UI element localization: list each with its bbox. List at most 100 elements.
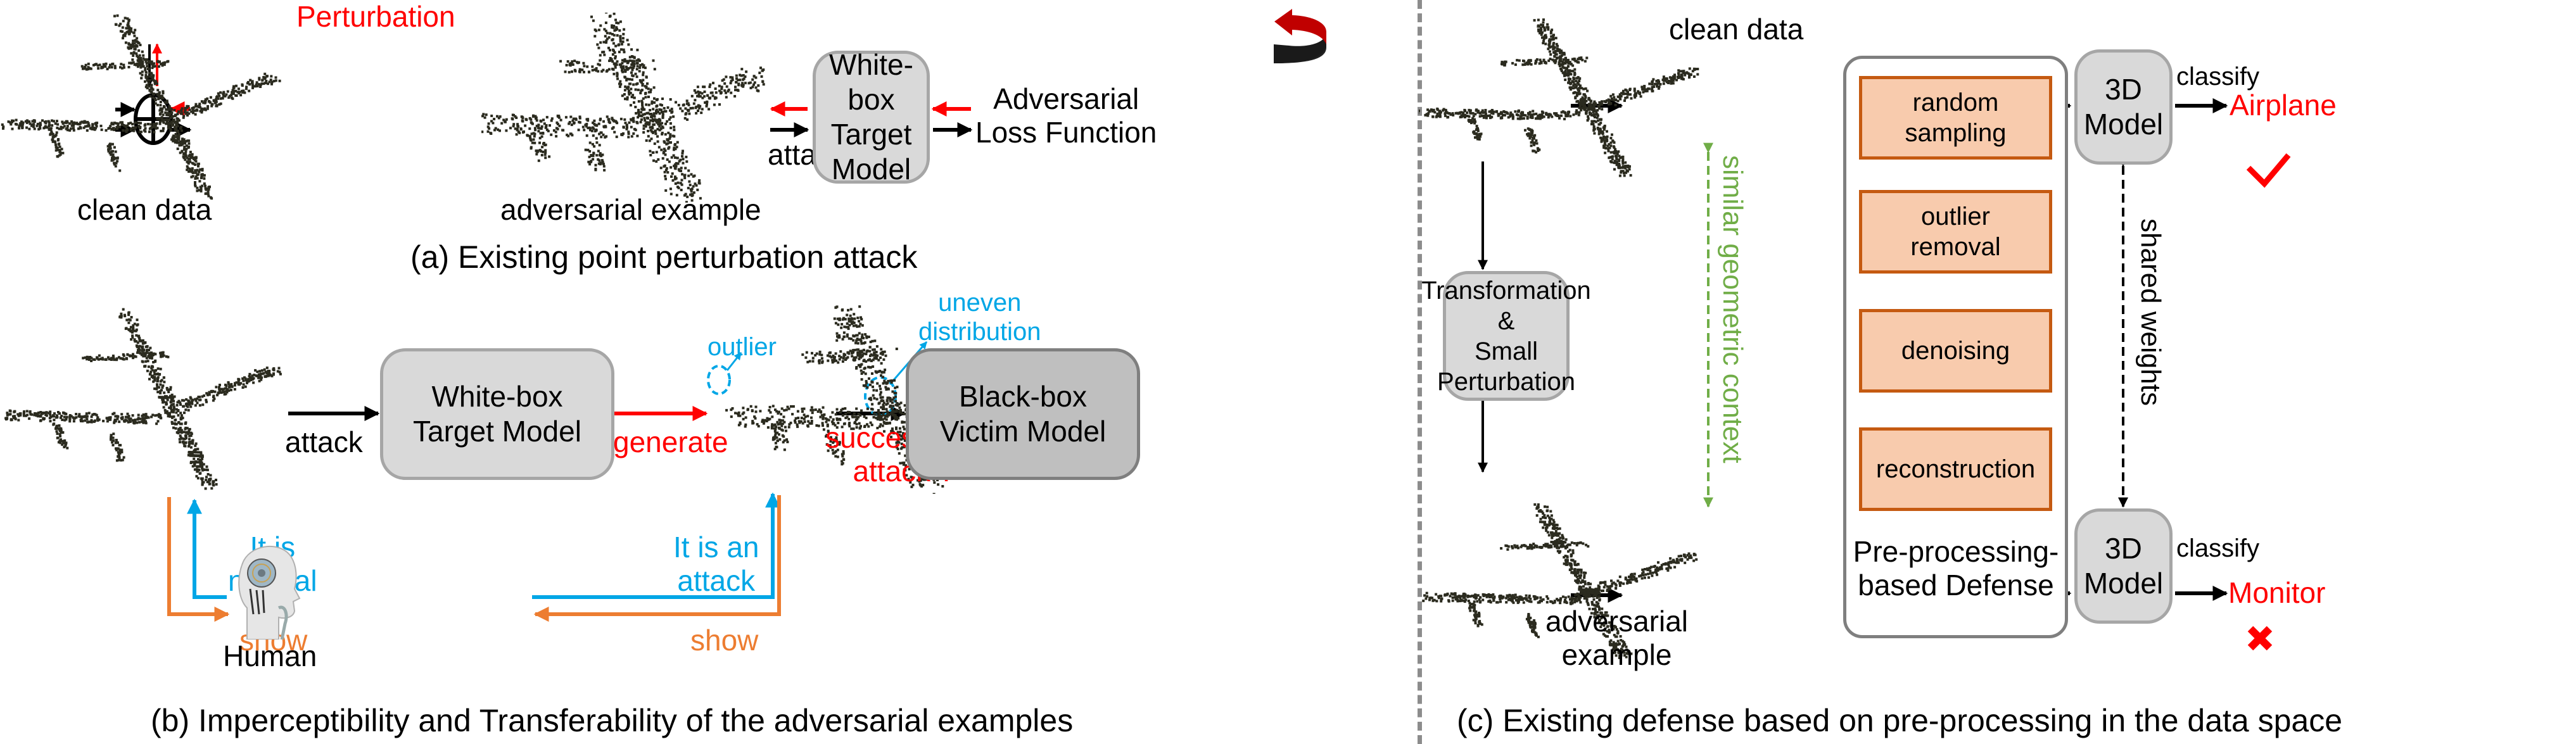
point bbox=[623, 68, 626, 72]
point bbox=[481, 115, 484, 118]
point bbox=[54, 134, 58, 137]
point bbox=[1587, 106, 1590, 109]
point bbox=[1585, 112, 1588, 115]
point bbox=[219, 384, 221, 386]
point bbox=[138, 60, 141, 63]
point bbox=[1607, 98, 1610, 101]
point bbox=[246, 381, 248, 384]
point bbox=[1651, 89, 1654, 92]
point bbox=[134, 121, 137, 124]
point bbox=[873, 397, 876, 400]
point bbox=[548, 155, 551, 158]
point bbox=[668, 160, 671, 163]
point bbox=[725, 85, 728, 88]
point bbox=[25, 410, 29, 413]
point bbox=[1627, 166, 1630, 168]
point bbox=[528, 135, 531, 138]
point bbox=[1581, 58, 1584, 61]
point bbox=[1530, 113, 1533, 117]
point bbox=[1680, 75, 1683, 78]
point bbox=[193, 158, 196, 161]
point bbox=[95, 125, 98, 128]
point bbox=[840, 408, 843, 412]
point bbox=[896, 446, 899, 449]
point bbox=[113, 66, 117, 70]
point bbox=[18, 124, 21, 127]
point bbox=[129, 325, 132, 329]
point bbox=[673, 143, 676, 146]
point bbox=[641, 106, 644, 109]
point bbox=[649, 119, 652, 122]
point bbox=[782, 441, 785, 444]
point bbox=[219, 91, 222, 94]
point bbox=[859, 322, 862, 325]
point bbox=[1547, 26, 1550, 29]
point bbox=[857, 415, 860, 419]
point bbox=[574, 118, 578, 121]
point bbox=[872, 415, 875, 419]
point bbox=[735, 77, 738, 80]
point bbox=[215, 482, 218, 486]
point bbox=[601, 153, 604, 156]
point bbox=[885, 400, 889, 403]
point bbox=[215, 479, 217, 481]
point bbox=[86, 358, 89, 361]
point bbox=[1426, 108, 1430, 111]
point bbox=[176, 148, 179, 150]
point bbox=[258, 375, 262, 379]
point bbox=[165, 395, 168, 398]
point bbox=[1482, 111, 1485, 114]
point bbox=[94, 127, 98, 130]
point bbox=[867, 425, 870, 428]
point bbox=[852, 339, 855, 342]
point bbox=[509, 127, 512, 130]
point bbox=[37, 128, 41, 131]
point bbox=[791, 413, 794, 416]
point bbox=[787, 407, 790, 410]
point bbox=[860, 409, 863, 412]
point bbox=[202, 463, 205, 466]
point bbox=[1589, 100, 1592, 103]
point bbox=[1614, 160, 1617, 163]
point bbox=[1551, 28, 1554, 32]
point bbox=[612, 34, 616, 37]
point bbox=[855, 366, 858, 369]
point bbox=[1618, 93, 1621, 96]
point bbox=[1582, 87, 1585, 91]
point bbox=[20, 120, 23, 123]
point bbox=[208, 479, 211, 482]
point bbox=[1564, 72, 1567, 74]
point bbox=[820, 357, 823, 360]
point bbox=[805, 351, 808, 354]
point bbox=[534, 115, 537, 118]
point bbox=[871, 372, 873, 375]
point bbox=[875, 389, 879, 392]
point bbox=[599, 24, 602, 27]
point bbox=[545, 116, 549, 119]
point bbox=[194, 156, 198, 159]
point bbox=[1617, 150, 1620, 153]
point bbox=[775, 445, 778, 448]
point bbox=[600, 136, 603, 139]
point bbox=[619, 35, 622, 38]
point bbox=[196, 186, 199, 189]
point bbox=[119, 22, 122, 25]
point bbox=[200, 189, 203, 192]
point bbox=[91, 413, 94, 416]
point bbox=[642, 66, 645, 69]
point bbox=[200, 453, 203, 456]
point bbox=[169, 396, 172, 399]
point bbox=[737, 414, 740, 417]
point bbox=[90, 415, 93, 419]
point bbox=[139, 66, 143, 69]
point bbox=[644, 96, 647, 99]
point bbox=[172, 118, 175, 122]
point bbox=[151, 87, 154, 91]
point bbox=[263, 72, 267, 75]
point bbox=[201, 109, 203, 112]
point bbox=[604, 125, 607, 129]
point bbox=[674, 148, 677, 151]
point bbox=[631, 68, 634, 72]
point bbox=[637, 108, 640, 111]
point bbox=[114, 165, 117, 168]
